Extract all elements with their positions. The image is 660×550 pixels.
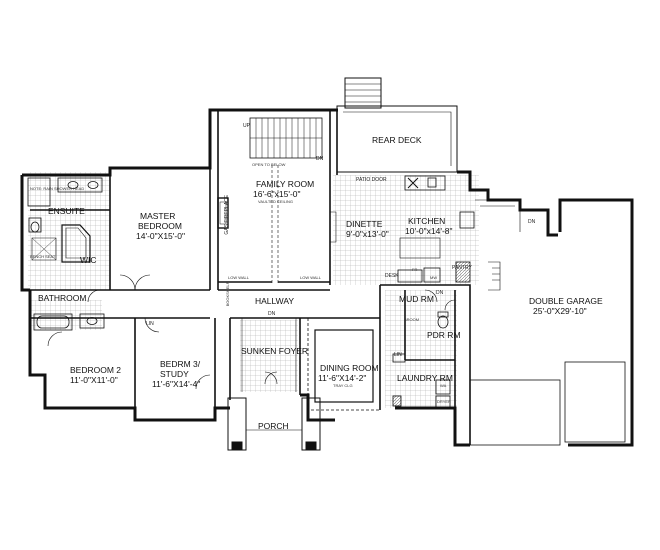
room-label-pdr-rm: PDR RM [427, 330, 461, 340]
room-label-dinette: DINETTE [346, 219, 383, 229]
mud-down-label: DN [436, 290, 444, 296]
room-dim-kitchen: 10'-0"x14'-8" [405, 226, 453, 236]
dryer-label: DRYER [437, 399, 451, 404]
room-label-wic: WIC [80, 255, 97, 265]
bathroom-fixtures [33, 313, 105, 331]
pantry-label: PANTRY [452, 265, 472, 271]
room-dim-dining-room: 11'-6"X14'-2" [318, 373, 367, 383]
room-dim-family-room: 16'-6"x15'-0" [253, 189, 301, 199]
rear-deck [336, 77, 458, 173]
room-label-bedrm3-2: STUDY [160, 369, 189, 379]
room-dim-bedrm3: 11'-6"X14'-4" [152, 379, 201, 389]
bench-note: BENCH SEAT [30, 254, 56, 259]
open-to-below-note: OPEN TO BELOW [252, 162, 286, 167]
exterior-walls [20, 108, 634, 447]
stair-up-label: UP [243, 123, 250, 129]
washer-label: WA [440, 383, 447, 388]
room-label-bedroom-2: BEDROOM 2 [70, 365, 122, 375]
room-label-rear-deck: REAR DECK [372, 135, 422, 145]
room-label-kitchen: KITCHEN [408, 216, 446, 226]
broom-label: BROOM [404, 317, 420, 322]
room-dim-master: 14'-0"X15'-0" [136, 231, 185, 241]
gas-fireplace-label: GAS FIREPLACE [224, 194, 231, 235]
stair-down-label: DN [316, 156, 324, 162]
room-label-double-garage: DOUBLE GARAGE [529, 296, 603, 306]
foyer-dining-details [241, 317, 381, 411]
kitchen-fixtures [397, 175, 475, 283]
bookshelf-label: BOOKSHELF [225, 281, 231, 307]
room-label-master-1: MASTER [140, 211, 176, 221]
room-label-family-room: FAMILY ROOM [256, 179, 315, 189]
low-wall-right-label: LOW WALL [300, 275, 321, 280]
low-wall-left-label: LOW WALL [228, 275, 249, 280]
room-label-hallway: HALLWAY [255, 296, 295, 306]
patio-door-label: PATIO DOOR [356, 177, 387, 183]
garage-down-label: DN [528, 219, 536, 225]
ensuite-fixtures [27, 177, 103, 263]
microwave-label: MW [430, 275, 438, 280]
fridge-label: FR [412, 267, 418, 272]
porch [227, 397, 321, 451]
room-dim-dinette: 9'-0"x13'-0" [346, 229, 389, 239]
room-label-master-2: BEDROOM [138, 221, 182, 231]
linen-label-1: LIN [146, 321, 154, 327]
vaulted-ceiling-note: VAULTED CEILING [258, 199, 293, 204]
foyer-down-label: DN [268, 311, 276, 317]
garage-details [469, 199, 626, 446]
family-room-details [217, 117, 337, 285]
linen-label-2: LIN [394, 352, 402, 358]
door-swings [47, 274, 456, 390]
tray-ceiling-note: TRAY CLG [333, 383, 353, 388]
room-dim-double-garage: 25'-0"X29'-10" [533, 306, 587, 316]
desk-label: DESK [385, 273, 399, 279]
room-label-sunken-foyer: SUNKEN FOYER [241, 346, 309, 356]
room-label-bedrm3-1: BEDRM 3/ [160, 359, 201, 369]
room-label-dining-room: DINING ROOM [320, 363, 379, 373]
room-label-porch: PORCH [258, 421, 289, 431]
room-label-bathroom: BATHROOM [38, 293, 87, 303]
room-label-laundry-rm: LAUNDRY RM [397, 373, 453, 383]
room-label-ensuite: ENSUITE [48, 206, 85, 216]
shower-note: NOTE: RAIN SHOWER HEAD [30, 186, 85, 191]
laundry-pdr-fixtures [392, 311, 451, 409]
room-dim-bedroom-2: 11'-0"X11'-0" [70, 375, 118, 385]
room-label-mud-rm: MUD RM [399, 294, 434, 304]
